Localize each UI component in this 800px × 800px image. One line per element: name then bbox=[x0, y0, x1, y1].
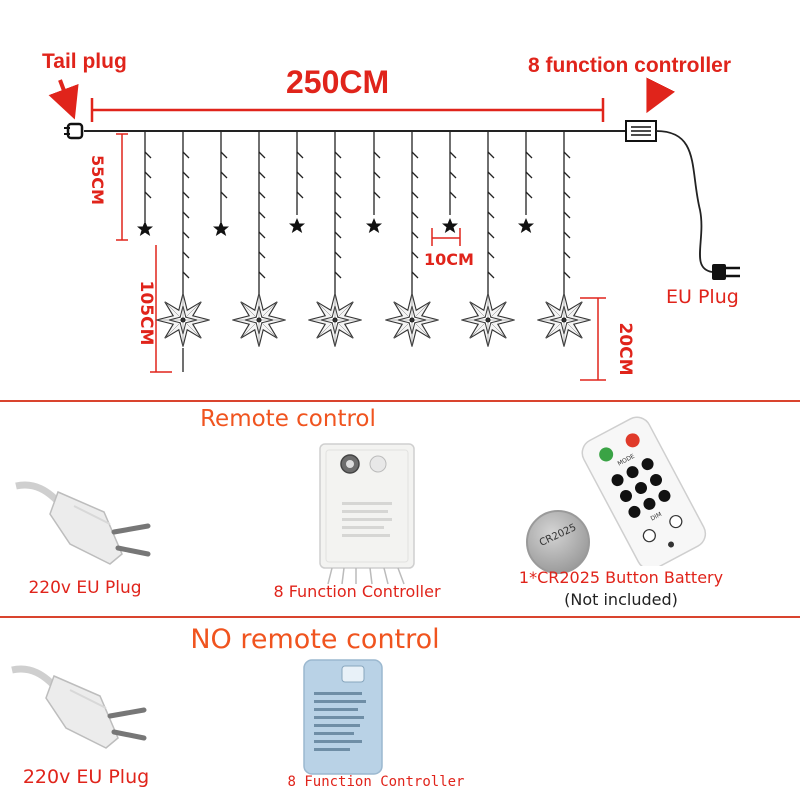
no-remote-controller-image bbox=[303, 659, 383, 775]
star-size-label: 20CM bbox=[615, 322, 635, 376]
no-remote-controller-caption: 8 Function Controller bbox=[287, 774, 465, 790]
short-strand-length-label: 55CM bbox=[88, 155, 107, 205]
short-strands bbox=[137, 131, 534, 236]
remote-control-section: Remote control 220v EU Plug 8 Function C… bbox=[0, 402, 800, 616]
remote-controller-caption: 8 Function Controller bbox=[273, 582, 441, 601]
curtain-diagram: Tail plug 8 function controller 250CM 55… bbox=[0, 0, 800, 398]
long-strand-length-label: 105CM bbox=[136, 280, 156, 346]
short-strand bbox=[137, 131, 153, 236]
section-divider bbox=[0, 616, 800, 618]
no-remote-section: NO remote control 220v EU Plug 8 Functio… bbox=[0, 618, 800, 800]
remote-controller-image bbox=[319, 443, 415, 585]
long-strand bbox=[231, 131, 287, 348]
eu-plug-image bbox=[11, 665, 147, 749]
short-strand bbox=[366, 131, 382, 233]
remote-section-title: Remote control bbox=[200, 406, 376, 432]
eu-plug-label: EU Plug bbox=[666, 286, 739, 308]
svg-text:DIM: DIM bbox=[650, 511, 664, 523]
width-label: 250CM bbox=[286, 64, 390, 100]
ir-remote-image: MODE DIM bbox=[581, 416, 707, 566]
remote-plug-caption: 220v EU Plug bbox=[28, 578, 142, 598]
short-strand bbox=[289, 131, 305, 233]
tail-plug-label: Tail plug bbox=[42, 50, 127, 73]
cr2025-battery: CR2025 bbox=[526, 510, 590, 574]
long-strand bbox=[536, 131, 592, 348]
long-strands bbox=[155, 131, 592, 372]
no-remote-plug-caption: 220v EU Plug bbox=[22, 766, 150, 788]
short-strand bbox=[442, 131, 458, 233]
long-strand bbox=[155, 131, 211, 372]
long-strand bbox=[460, 131, 516, 348]
battery-caption-line2: (Not included) bbox=[564, 590, 678, 609]
long-strand bbox=[384, 131, 440, 348]
curtain-drawing bbox=[48, 77, 740, 381]
eu-plug-image bbox=[15, 481, 151, 565]
section-divider bbox=[0, 400, 800, 402]
controller-label: 8 function controller bbox=[528, 54, 732, 77]
short-strand bbox=[518, 131, 534, 233]
long-strand bbox=[307, 131, 363, 348]
spacing-label: 10CM bbox=[424, 250, 474, 269]
no-remote-section-title: NO remote control bbox=[190, 624, 440, 655]
battery-caption-line1: 1*CR2025 Button Battery bbox=[518, 568, 724, 587]
short-strand bbox=[213, 131, 229, 236]
